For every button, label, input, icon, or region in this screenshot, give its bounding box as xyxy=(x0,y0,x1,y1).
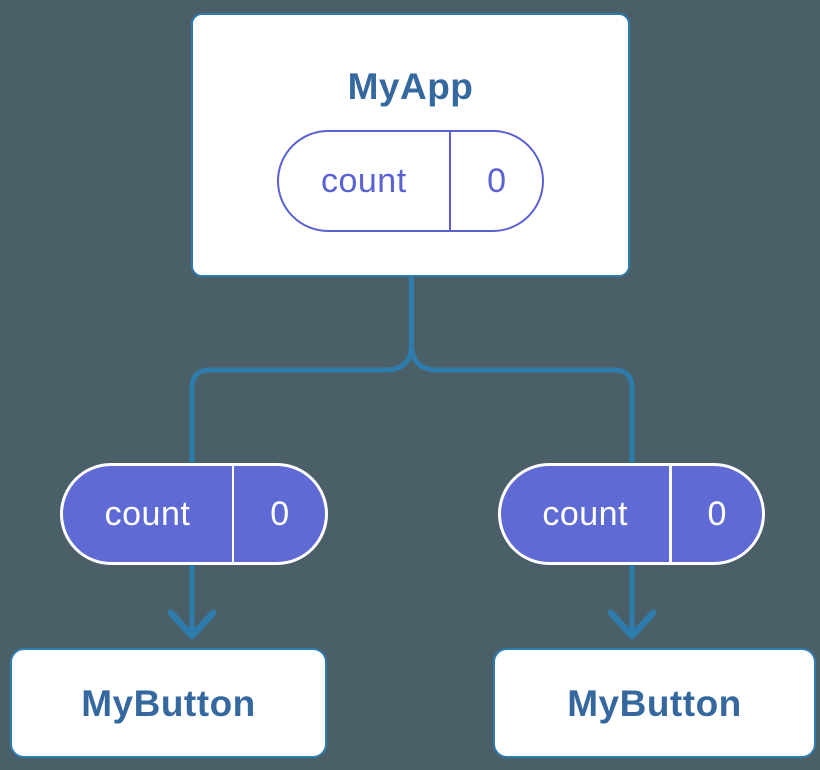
prop-value: 0 xyxy=(707,494,727,533)
node-mybutton-left: MyButton xyxy=(10,648,327,758)
prop-name: count xyxy=(104,494,191,533)
node-mybutton-left-label: MyButton xyxy=(81,682,256,724)
node-myapp-label: MyApp xyxy=(347,66,474,107)
node-myapp: MyApp count 0 xyxy=(191,13,630,277)
pill-divider xyxy=(448,132,452,230)
left-branch-line xyxy=(189,341,414,633)
state-value: 0 xyxy=(487,161,507,200)
node-mybutton-right-label: MyButton xyxy=(567,682,742,724)
left-arrowhead-icon xyxy=(167,609,217,640)
prop-value: 0 xyxy=(270,494,290,533)
pill-divider xyxy=(669,466,672,562)
prop-name: count xyxy=(542,494,629,533)
right-arrowhead-icon xyxy=(607,609,657,640)
state-name: count xyxy=(320,161,407,200)
prop-pill-left: count 0 xyxy=(60,463,328,565)
node-mybutton-right: MyButton xyxy=(493,648,816,758)
prop-pill-right: count 0 xyxy=(498,463,765,565)
right-branch-line xyxy=(409,341,635,633)
state-pill-myapp: count 0 xyxy=(277,130,544,232)
pill-divider xyxy=(231,466,235,562)
